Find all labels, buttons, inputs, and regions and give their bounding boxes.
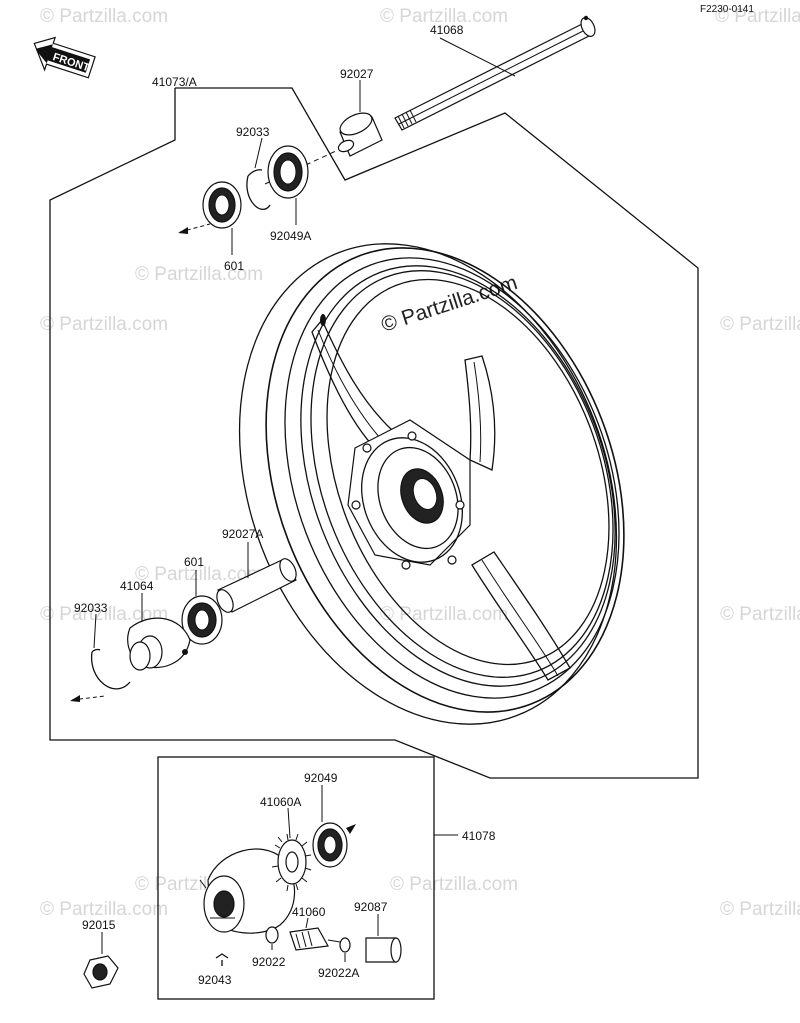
watermark-text: © Partzilla.com [720, 314, 800, 335]
bushing-92087 [365, 914, 402, 963]
gear-housing [199, 848, 296, 934]
axle-41068 [394, 15, 596, 131]
spacer-41064 [127, 593, 191, 671]
label-92022: 92022 [252, 955, 286, 969]
wheel-rim [238, 243, 625, 725]
label-92015: 92015 [82, 918, 116, 932]
watermark-text: © Partzilla.com [40, 604, 168, 625]
label-41060A: 41060A [260, 795, 301, 809]
watermark-text: © Partzilla.com [390, 874, 518, 895]
label-92027A: 92027A [222, 527, 263, 541]
reference-code: F2230-0141 [700, 4, 754, 15]
nut-92015 [83, 932, 119, 989]
label-92049A: 92049A [270, 229, 311, 243]
wheel-spokes [311, 318, 571, 681]
wheel-hub [347, 419, 471, 570]
washer-92022 [265, 926, 279, 950]
label-92027: 92027 [340, 67, 374, 81]
bearing-601-mid [181, 570, 223, 645]
sub-assembly-box-41078 [157, 756, 435, 1000]
collar-92027A [216, 542, 297, 613]
watermark-text: © Partzilla.com [720, 899, 800, 920]
label-92033-mid: 92033 [74, 601, 108, 615]
watermark-text: © Partzilla.com [380, 6, 508, 27]
gear-41060A [271, 807, 312, 892]
label-92087: 92087 [354, 900, 388, 914]
watermark-text: © Partzilla.com [40, 314, 168, 335]
front-direction-arrow: FRONT [33, 36, 96, 79]
label-601-top: 601 [224, 259, 244, 273]
seal-92049 [312, 785, 356, 868]
seal-92049A [267, 145, 309, 225]
watermark-text: © Partzilla.com [715, 6, 800, 27]
circlip-92033-top [246, 137, 271, 210]
assembly-outline-41073A [49, 87, 699, 779]
collar-92027 [337, 80, 383, 157]
watermark-text: © Partzilla.com [40, 899, 168, 920]
pin-92043 [215, 953, 229, 966]
label-601-mid: 601 [184, 555, 204, 569]
label-92049: 92049 [304, 771, 338, 785]
label-41068: 41068 [430, 23, 464, 37]
label-41060: 41060 [292, 905, 326, 919]
label-92033-top: 92033 [236, 125, 270, 139]
pinion-41060 [289, 917, 341, 951]
circlip-92033-mid [70, 613, 131, 702]
washer-92022A [339, 937, 351, 962]
watermark-text: © Partzilla.com [720, 604, 800, 625]
label-41064: 41064 [120, 579, 154, 593]
bearing-601-top [178, 181, 242, 255]
watermark-text: © Partzilla.com [135, 564, 263, 585]
watermark-text: © Partzilla.com [40, 6, 168, 27]
label-92022A: 92022A [318, 966, 359, 980]
label-92043: 92043 [198, 973, 232, 987]
part-labels: 41068 92027 41073/A 92033 92049A 601 920… [74, 23, 496, 987]
watermark-text: © Partzilla.com [135, 264, 263, 285]
label-41078: 41078 [462, 829, 496, 843]
label-41073A: 41073/A [152, 75, 197, 89]
